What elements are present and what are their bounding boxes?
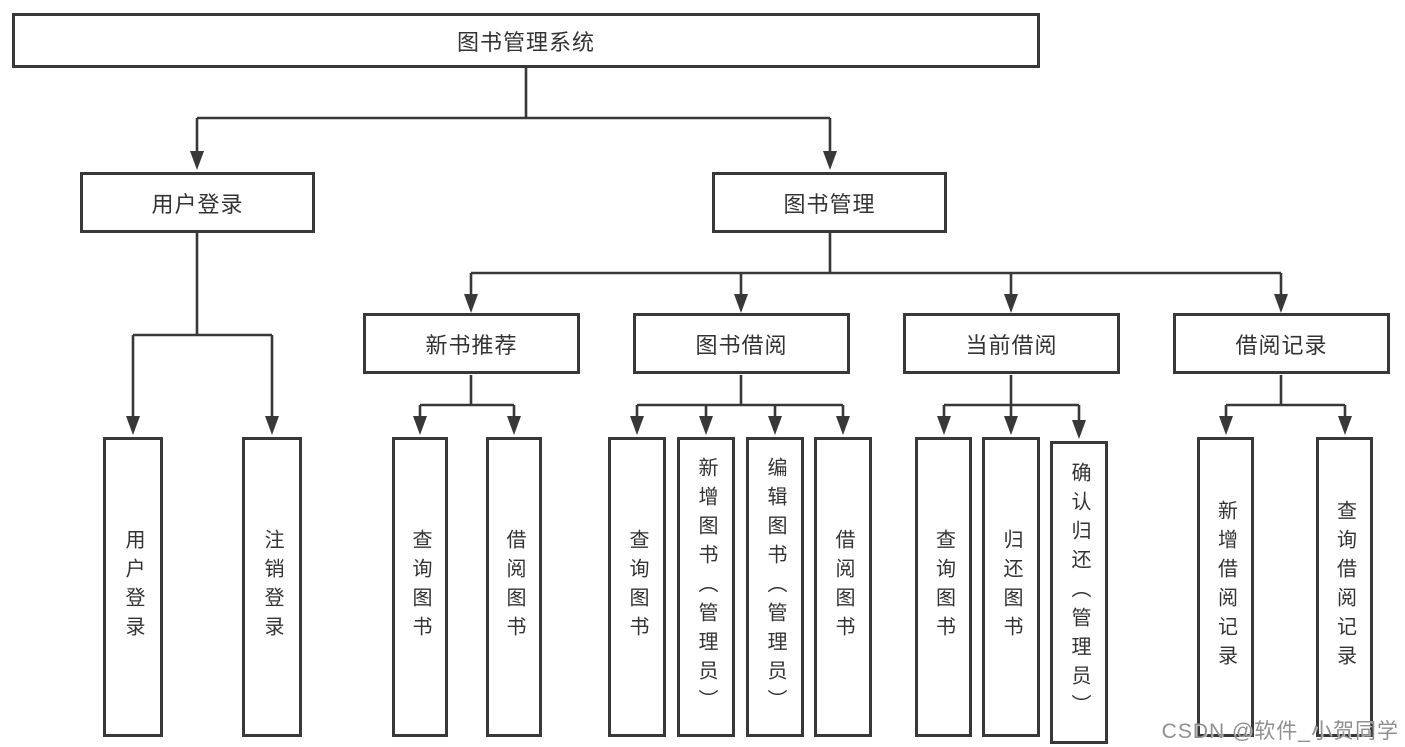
watermark-text: CSDN @软件_小贺同学 [1161, 720, 1399, 743]
arrow-down-icon [937, 416, 951, 435]
arrow-down-icon [768, 416, 782, 435]
arrow-down-icon [190, 151, 204, 170]
leaf-query-books: 查询图书 [915, 437, 972, 737]
leaf-borrow-books: 借阅图书 [814, 437, 872, 737]
arrow-down-icon [265, 416, 279, 435]
node-root-system: 图书管理系统 [12, 13, 1040, 68]
node-current-borrowing: 当前借阅 [903, 313, 1120, 374]
arrow-down-icon [1004, 294, 1018, 313]
arrow-down-icon [630, 416, 644, 435]
node-borrowing-records: 借阅记录 [1173, 313, 1390, 374]
arrow-down-icon [413, 416, 427, 435]
leaf-query-books: 查询图书 [608, 437, 666, 737]
arrow-down-icon [1338, 416, 1352, 435]
arrow-down-icon [126, 416, 140, 435]
leaf-add-borrow-record: 新增借阅记录 [1197, 437, 1254, 737]
leaf-return-books: 归还图书 [982, 437, 1040, 737]
arrow-down-icon [1219, 416, 1233, 435]
arrow-down-icon [823, 151, 837, 170]
arrow-down-icon [1072, 420, 1086, 439]
leaf-borrow-books: 借阅图书 [486, 437, 542, 737]
leaf-user-login: 用户登录 [103, 437, 163, 737]
leaf-edit-books-admin: 编辑图书（管理员） [746, 437, 804, 737]
arrow-down-icon [836, 416, 850, 435]
node-book-borrowing: 图书借阅 [633, 313, 850, 374]
arrow-down-icon [507, 416, 521, 435]
arrow-down-icon [1274, 294, 1288, 313]
leaf-add-books-admin: 新增图书（管理员） [677, 437, 735, 737]
arrow-down-icon [699, 416, 713, 435]
leaf-logout-login: 注销登录 [242, 437, 302, 737]
arrow-down-icon [734, 294, 748, 313]
leaf-query-books: 查询图书 [392, 437, 448, 737]
arrow-down-icon [464, 294, 478, 313]
arrow-down-icon [1004, 416, 1018, 435]
node-book-management: 图书管理 [712, 172, 947, 233]
node-new-book-recommendation: 新书推荐 [363, 313, 580, 374]
leaf-query-borrow-record: 查询借阅记录 [1316, 437, 1373, 737]
node-user-login: 用户登录 [80, 172, 315, 233]
leaf-confirm-return-admin: 确认归还（管理员） [1050, 441, 1108, 744]
